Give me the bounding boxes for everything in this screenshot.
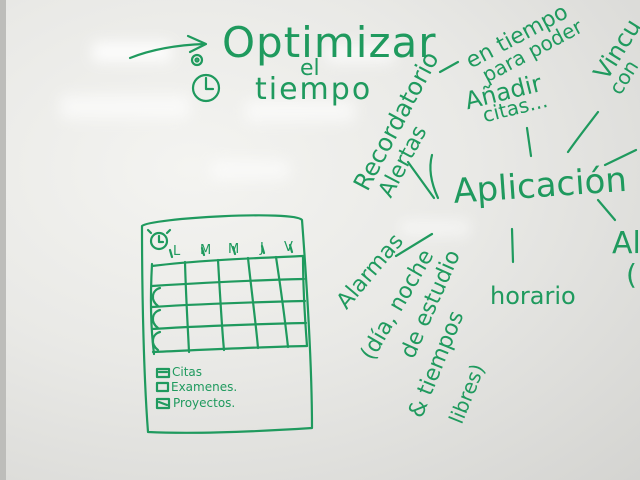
connector-line bbox=[566, 110, 600, 154]
light-reflection bbox=[210, 160, 290, 180]
light-reflection bbox=[92, 42, 172, 62]
calendar-legend-1: Citas bbox=[172, 365, 203, 379]
branch-right-edge-line-1: Al bbox=[612, 226, 640, 261]
calendar-day-3: M bbox=[228, 242, 240, 257]
arrow-icon bbox=[128, 34, 208, 60]
title-line-3: tiempo bbox=[255, 72, 373, 107]
calendar-sketch bbox=[140, 214, 314, 434]
connector-line bbox=[596, 198, 617, 222]
branch-schedule: horario bbox=[490, 282, 576, 310]
clock-icon bbox=[191, 73, 221, 103]
branch-right-edge-line-2: ( bbox=[626, 258, 637, 291]
title-line-2: el bbox=[300, 56, 320, 81]
target-icon bbox=[190, 53, 204, 67]
calendar-day-5: V bbox=[284, 240, 293, 255]
board-frame-edge bbox=[0, 0, 6, 480]
title-line-1: Optimizar bbox=[222, 18, 437, 67]
connector-line bbox=[510, 227, 515, 264]
connector-line bbox=[406, 160, 436, 200]
connector-line bbox=[603, 148, 638, 167]
connector-line bbox=[525, 126, 533, 158]
light-reflection bbox=[245, 100, 355, 122]
connector-line bbox=[438, 60, 460, 74]
light-reflection bbox=[325, 45, 395, 63]
calendar-day-4: J bbox=[260, 241, 264, 256]
calendar-day-1: L bbox=[173, 244, 181, 259]
light-reflection bbox=[400, 220, 470, 236]
calendar-legend-2: Examenes. bbox=[171, 380, 238, 394]
calendar-legend-3: Proyectos. bbox=[173, 396, 236, 410]
connector-line bbox=[394, 232, 434, 258]
light-reflection bbox=[60, 95, 190, 119]
connector-line bbox=[429, 153, 440, 200]
alarm-clock-icon bbox=[146, 228, 172, 251]
calendar-day-2: M bbox=[200, 243, 212, 258]
